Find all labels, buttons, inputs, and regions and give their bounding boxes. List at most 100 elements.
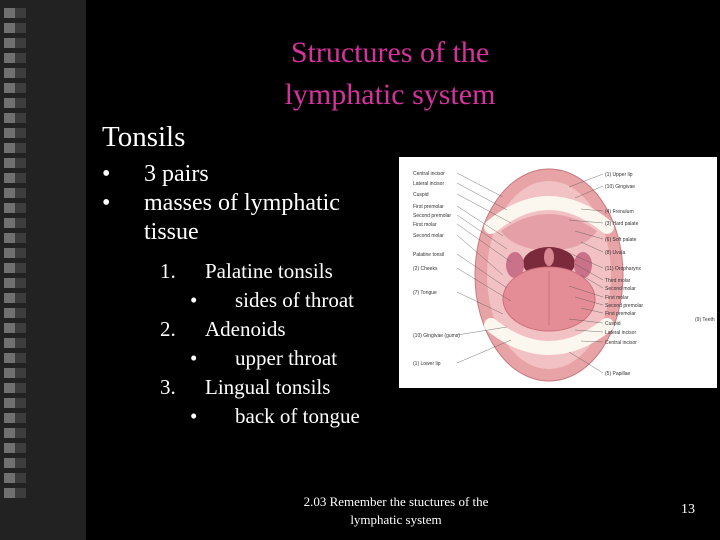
item-text: Palatine tonsils — [205, 259, 333, 283]
numbered-item: 3. Lingual tonsils — [160, 373, 400, 402]
decorative-square — [15, 323, 26, 333]
decorative-square — [4, 293, 15, 303]
lower-teeth — [484, 318, 614, 355]
leader-line — [568, 252, 604, 269]
figure-label-left: Lateral incisor — [413, 181, 444, 187]
figure-label-left: (7) Tongue — [413, 290, 437, 296]
leader-line — [456, 193, 512, 224]
decorative-square — [15, 128, 26, 138]
upper-teeth — [484, 196, 614, 234]
sub-marker: • — [190, 288, 198, 312]
leader-line — [456, 291, 504, 315]
figure-label-right: (1) Upper lip — [605, 172, 633, 178]
leader-line — [574, 230, 604, 240]
figure-label-right: (10) Gingivae — [605, 184, 635, 190]
figure-label-right: Second molar — [605, 286, 636, 292]
decorative-square — [15, 68, 26, 78]
decorative-square — [15, 398, 26, 408]
decorative-square — [4, 353, 15, 363]
decorative-square — [15, 458, 26, 468]
leader-line — [580, 274, 604, 289]
figure-label-right: Lateral incisor — [605, 330, 636, 336]
decorative-square — [4, 23, 15, 33]
palatine-tonsil-left — [506, 252, 524, 278]
right-labels: (1) Upper lip(10) Gingivae(4) Frenulum(3… — [605, 172, 643, 377]
decorative-square — [4, 413, 15, 423]
decorative-square — [4, 323, 15, 333]
decorative-square — [15, 8, 26, 18]
leader-line — [456, 253, 508, 289]
decorative-square — [4, 398, 15, 408]
figure-label-left: Second molar — [413, 233, 444, 239]
sub-marker: • — [190, 404, 198, 428]
leader-line — [574, 329, 604, 333]
leader-line — [574, 263, 604, 281]
decorative-square — [4, 428, 15, 438]
decorative-square — [4, 38, 15, 48]
square-pattern-shadow — [15, 8, 26, 498]
decorative-square — [15, 203, 26, 213]
decorative-square — [15, 233, 26, 243]
uvula — [544, 248, 554, 266]
decorative-square — [15, 53, 26, 63]
palatine-tonsil-right — [574, 252, 592, 278]
figure-label-right: (5) Papillae — [605, 371, 631, 377]
item-number: 3. — [160, 375, 176, 399]
figure-label-right: Second premolar — [605, 303, 643, 309]
leader-line — [456, 205, 504, 237]
decorative-square — [4, 68, 15, 78]
numbered-item: 2. Adenoids — [160, 315, 400, 344]
leader-line — [568, 173, 604, 188]
leader-line — [568, 351, 604, 374]
decorative-square — [4, 203, 15, 213]
sub-text: back of tongue — [235, 404, 360, 428]
bullet-marker: • — [102, 190, 111, 216]
teeth-label: (9) Teeth — [695, 317, 715, 323]
item-number: 1. — [160, 259, 176, 283]
decorative-square — [15, 413, 26, 423]
figure-label-right: (8) Uvula — [605, 250, 626, 256]
title-line-2: lymphatic system — [284, 78, 496, 111]
slide-title: Structures of the lymphatic system — [250, 32, 530, 116]
leader-line — [568, 318, 604, 324]
decorative-square — [15, 263, 26, 273]
decorative-square — [15, 218, 26, 228]
decorative-square — [4, 263, 15, 273]
leader-line — [574, 185, 604, 199]
decorative-square — [15, 473, 26, 483]
leader-line — [456, 214, 508, 250]
decorative-square — [4, 143, 15, 153]
decorative-square — [4, 383, 15, 393]
decorative-square — [4, 248, 15, 258]
decorative-square — [15, 248, 26, 258]
decorative-square — [15, 293, 26, 303]
decorative-square — [15, 338, 26, 348]
bullet-item: • masses of lymphatic tissue — [102, 189, 402, 247]
figure-label-left: Palatine tonsil — [413, 252, 444, 258]
leader-line — [456, 339, 512, 364]
decorative-square — [4, 218, 15, 228]
decorative-square — [15, 83, 26, 93]
sub-item: • sides of throat — [160, 286, 400, 315]
footer-line-2: lymphatic system — [350, 512, 442, 527]
decorative-square — [4, 128, 15, 138]
decorative-square — [15, 188, 26, 198]
decorative-square — [15, 443, 26, 453]
sub-text: upper throat — [235, 346, 338, 370]
decorative-square — [15, 98, 26, 108]
footer-line-1: 2.03 Remember the stuctures of the — [303, 494, 489, 509]
leader-line — [456, 182, 508, 211]
decorative-square — [4, 53, 15, 63]
leader-line — [456, 172, 504, 198]
leader-line — [456, 267, 512, 302]
item-number: 2. — [160, 317, 176, 341]
decorative-square — [4, 473, 15, 483]
bullet-text: 3 pairs — [144, 161, 209, 187]
leader-line — [456, 326, 508, 336]
decorative-square — [4, 338, 15, 348]
decorative-square — [4, 158, 15, 168]
figure-label-left: First premolar — [413, 204, 444, 210]
leader-line — [574, 296, 604, 306]
item-text: Adenoids — [205, 317, 286, 341]
leader-lines — [456, 172, 604, 374]
